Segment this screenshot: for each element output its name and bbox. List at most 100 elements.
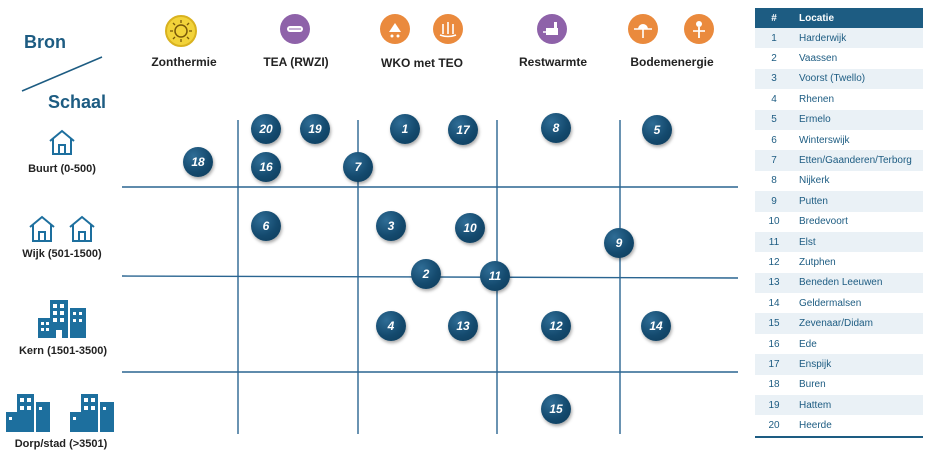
row-location: Harderwijk <box>793 28 923 49</box>
source-label-zonthermie: Zonthermie <box>151 55 217 69</box>
table-row: 2 Vaassen <box>755 48 923 68</box>
row-number: 13 <box>755 272 793 294</box>
row-location: Winterswijk <box>799 134 850 146</box>
column-header-location: Locatie <box>793 8 923 28</box>
single-house-icon <box>49 129 75 155</box>
location-marker[interactable]: 16 <box>251 152 281 182</box>
location-marker[interactable]: 13 <box>448 311 478 341</box>
location-marker[interactable]: 7 <box>343 152 373 182</box>
row-location: Ermelo <box>793 109 923 130</box>
row-location: Geldermalsen <box>799 297 862 309</box>
row-number: 5 <box>755 109 793 130</box>
row-number: 19 <box>755 395 793 416</box>
location-marker[interactable]: 9 <box>604 228 634 258</box>
ground-energy-icon <box>628 14 658 44</box>
source-label-bodemenergie: Bodemenergie <box>630 55 714 69</box>
row-number: 7 <box>755 150 793 171</box>
location-marker[interactable]: 14 <box>641 311 671 341</box>
location-marker[interactable]: 3 <box>376 211 406 241</box>
scale-axis-title: Schaal <box>48 92 107 112</box>
row-number: 18 <box>768 379 780 391</box>
source-label-tea: TEA (RWZI) <box>263 55 329 69</box>
row-number: 2 <box>771 53 777 65</box>
location-marker[interactable]: 2 <box>411 259 441 289</box>
row-location: Ede <box>799 338 817 350</box>
row-number: 11 <box>755 231 793 253</box>
row-location: Etten/Gaanderen/Terborg <box>793 150 923 171</box>
row-location: Beneden Leeuwen <box>793 272 923 294</box>
row-location: Vaassen <box>799 53 838 65</box>
location-marker[interactable]: 5 <box>642 115 672 145</box>
location-marker[interactable]: 10 <box>455 213 485 243</box>
location-marker[interactable]: 20 <box>251 114 281 144</box>
row-number: 20 <box>755 415 793 438</box>
row-location: Bredevoort <box>799 216 848 228</box>
row-number: 10 <box>768 216 780 228</box>
thermal-energy-surface-water-icon <box>433 14 463 44</box>
axis-divider-line <box>21 56 103 92</box>
matrix-grid <box>121 120 739 434</box>
row-number: 17 <box>755 354 793 375</box>
row-number: 14 <box>768 297 780 309</box>
row-number: 8 <box>771 175 777 187</box>
location-marker[interactable]: 4 <box>376 311 406 341</box>
town-center-icon <box>38 300 86 338</box>
source-label-wko: WKO met TEO <box>380 56 464 70</box>
scale-label-buurt: Buurt (0-500) <box>28 163 96 175</box>
row-number: 1 <box>755 28 793 49</box>
row-location: Buren <box>799 379 826 391</box>
row-location: Heerde <box>793 415 923 438</box>
scale-label-dorp-stad: Dorp/stad (>3501) <box>14 438 108 450</box>
row-location: Nijkerk <box>799 175 830 187</box>
row-number: 6 <box>771 134 777 146</box>
table-row: 10 Bredevoort <box>755 212 923 232</box>
row-location: Putten <box>793 191 923 212</box>
table-header-row: # Locatie <box>755 8 923 28</box>
table-row: 12 Zutphen <box>755 252 923 272</box>
table-row: 14 Geldermalsen <box>755 293 923 313</box>
scale-label-wijk: Wijk (501-1500) <box>22 248 102 260</box>
source-label-restwarmte: Restwarmte <box>518 55 588 69</box>
location-marker[interactable]: 8 <box>541 113 571 143</box>
column-header-number: # <box>755 8 793 28</box>
table-row: 8 Nijkerk <box>755 171 923 191</box>
table-row: 16 Ede <box>755 334 923 354</box>
row-number: 15 <box>755 313 793 334</box>
city-icon <box>6 394 114 432</box>
row-number: 16 <box>768 338 780 350</box>
row-location: Zevenaar/Didam <box>793 313 923 334</box>
source-axis-title: Bron <box>24 32 66 52</box>
row-location: Elst <box>793 231 923 253</box>
row-location: Voorst (Twello) <box>793 68 923 90</box>
wastewater-treatment-icon <box>280 14 310 44</box>
location-marker[interactable]: 12 <box>541 311 571 341</box>
location-marker[interactable]: 15 <box>541 394 571 424</box>
location-marker[interactable]: 17 <box>448 115 478 145</box>
row-number: 9 <box>755 191 793 212</box>
heat-storage-icon <box>380 14 410 44</box>
location-marker[interactable]: 19 <box>300 114 330 144</box>
row-location: Enspijk <box>793 354 923 375</box>
location-marker[interactable]: 6 <box>251 211 281 241</box>
geothermal-icon <box>684 14 714 44</box>
row-location: Zutphen <box>799 256 836 268</box>
row-number: 12 <box>768 256 780 268</box>
row-number: 3 <box>755 68 793 90</box>
row-location: Rhenen <box>799 93 835 105</box>
location-marker[interactable]: 18 <box>183 147 213 177</box>
houses-icon <box>29 215 95 242</box>
location-marker[interactable]: 11 <box>480 261 510 291</box>
table-row: 6 Winterswijk <box>755 130 923 150</box>
location-marker[interactable]: 1 <box>390 114 420 144</box>
